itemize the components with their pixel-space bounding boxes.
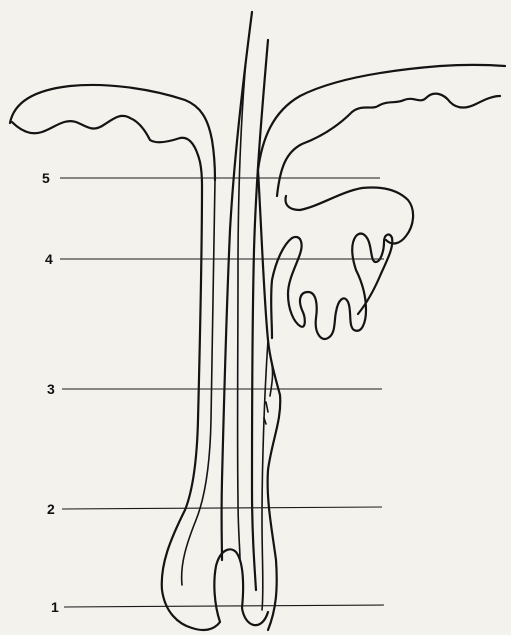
- marker-label-5: 5: [42, 171, 50, 185]
- sebaceous-gland-upper: [286, 188, 414, 244]
- skin-surface-right: [258, 65, 505, 170]
- outer-root-sheath-right: [258, 170, 280, 630]
- guide-line-1: [64, 605, 384, 607]
- sebaceous-gland-lower: [271, 234, 392, 339]
- hair-shaft-left: [222, 12, 252, 560]
- marker-label-2: 2: [47, 502, 55, 516]
- marker-label-4: 4: [45, 252, 53, 266]
- marker-label-3: 3: [47, 382, 55, 396]
- epidermis-left: [12, 116, 202, 185]
- epidermis-right: [277, 94, 500, 196]
- marker-label-1: 1: [51, 600, 59, 614]
